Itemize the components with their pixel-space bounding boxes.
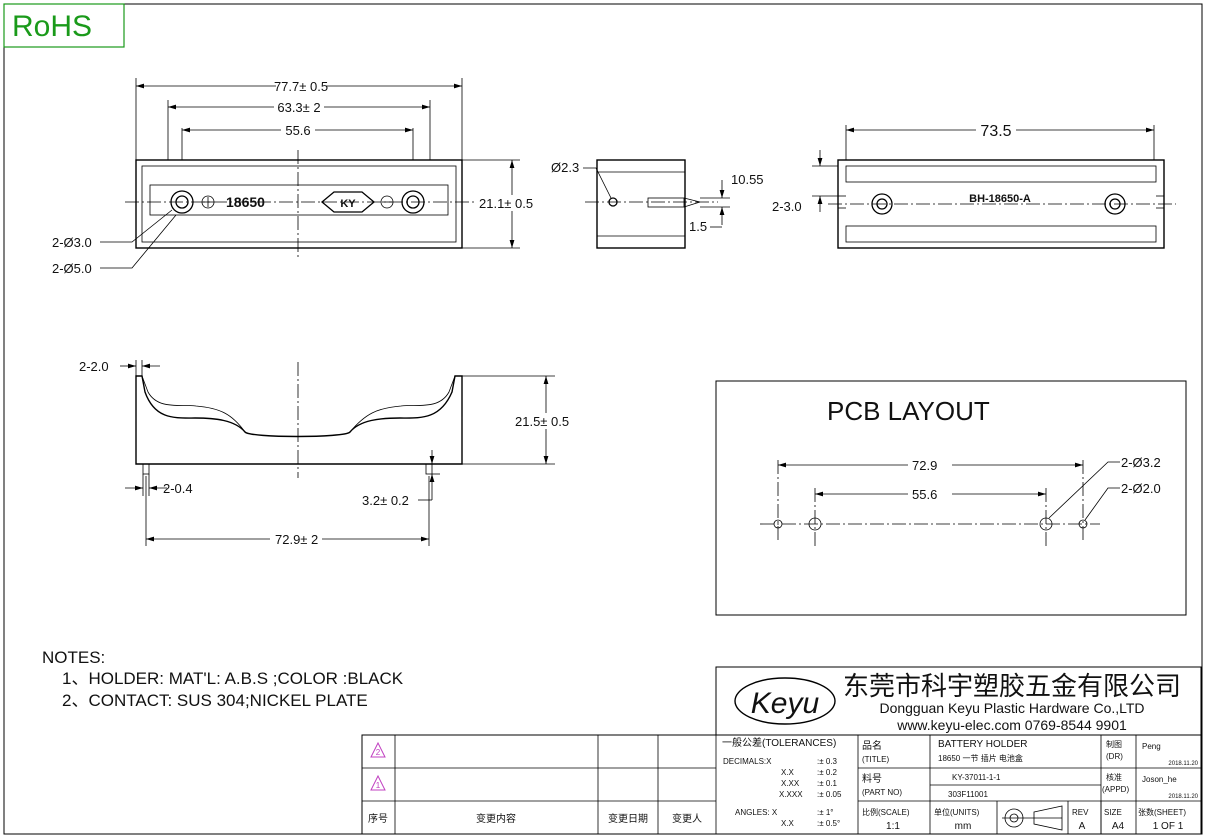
dr-date: 2018.11.20 [1168,761,1198,767]
dim-pin-width: 2-0.4 [163,481,193,496]
appd-en: (APPD) [1102,785,1129,794]
notes-heading: NOTES: [42,648,105,667]
dim-top-length: 73.5 [980,123,1011,140]
note-item-2: 2、CONTACT: SUS 304;NICKEL PLATE [62,691,368,710]
dim-pin-pitch: 72.9± 2 [275,532,318,547]
title-value-1: BATTERY HOLDER [938,739,1027,750]
units-value: mm [955,821,972,832]
note-item-1: 1、HOLDER: MAT'L: A.B.S ;COLOR :BLACK [62,669,404,688]
company-logo: Keyu [751,687,820,720]
title-label-cn: 品名 [862,739,882,752]
label-hole-small: 2-Ø3.0 [52,235,92,250]
part-label-cn: 料号 [862,772,882,785]
front-view: 77.7± 0.5 63.3± 2 55.6 18650 KY 21.1± 0.… [52,78,541,276]
part-label-en: (PART NO) [862,788,902,797]
tol-xx: X.X [781,768,795,777]
tol-angles-x-value: :± 0.5° [817,819,840,828]
appd-name: Joson_he [1142,775,1177,784]
tol-angles: ANGLES: X [735,808,778,817]
dim-top-offset: 2-3.0 [772,199,802,214]
dim-section-height: 21.5± 0.5 [515,414,569,429]
company-name-cn: 东莞市科宇塑胶五金有限公司 [843,671,1181,701]
tol-heading: 一般公差(TOLERANCES) [722,736,836,749]
pcb-title: PCB LAYOUT [827,396,990,426]
label-pcb-outer-hole: 2-Ø3.2 [1121,455,1161,470]
dim-pcb-outer: 72.9 [912,458,937,473]
company-name-en: Dongguan Keyu Plastic Hardware Co.,LTD [879,700,1144,716]
tol-angles-value: :± 1° [817,808,833,817]
tol-xx-value: :± 0.2 [817,768,838,777]
top-view: 73.5 BH-18650-A 2-3.0 [772,122,1176,249]
col-date: 变更日期 [608,812,648,825]
rohs-label: RoHS [12,10,92,43]
appd-cn: 核准 [1106,772,1122,782]
section-view: 2-2.0 21.5± 0.5 2-0.4 3.2± 0.2 72.9± 2 [79,359,578,547]
pcb-layout: PCB LAYOUT 72.9 55.6 2-Ø3.2 2-Ø2.0 [715,380,1187,616]
dim-side-pin: 1.5 [689,219,707,234]
dim-side-height: 10.55 [731,172,764,187]
appd-date: 2018.11.20 [1168,794,1198,800]
projection-symbol [1002,805,1063,831]
units-label: 单位(UNITS) [934,807,980,817]
dr-en: (DR) [1106,752,1123,761]
rev-mark-2: 2 [376,748,381,757]
size-label: SIZE [1104,808,1122,817]
tol-x-value: :± 0.3 [817,757,838,766]
col-content: 变更内容 [476,812,516,825]
tol-decimals: DECIMALS:X [723,757,772,766]
sheet-label: 张数(SHEET) [1138,807,1186,817]
tol-xxx: X.XX [781,779,800,788]
dr-name: Peng [1142,742,1161,751]
part-value-1: KY-37011-1-1 [952,773,1001,782]
label-side-hole: Ø2.3 [551,160,579,175]
scale-label: 比例(SCALE) [862,807,910,817]
col-seq: 序号 [368,812,388,825]
dim-pcb-inner: 55.6 [912,487,937,502]
dim-hole-pitch: 55.6 [285,123,310,138]
size-value: A4 [1112,821,1125,832]
tol-xxxx-value: :± 0.05 [817,790,842,799]
tol-xxx-value: :± 0.1 [817,779,838,788]
title-block: Keyu 东莞市科宇塑胶五金有限公司 Dongguan Keyu Plastic… [361,666,1202,835]
part-value-2: 303F11001 [948,790,988,799]
notes: NOTES: 1、HOLDER: MAT'L: A.B.S ;COLOR :BL… [42,648,404,710]
dim-wall: 2-2.0 [79,359,109,374]
dim-overall-length: 77.7± 0.5 [274,79,328,94]
front-marking: 18650 [226,194,265,210]
front-logo: KY [340,198,356,210]
side-view: Ø2.3 10.55 1.5 [551,159,764,249]
rev-label: REV [1072,808,1089,817]
col-person: 变更人 [672,812,702,825]
dim-inner-length: 63.3± 2 [277,100,320,115]
title-value-2: 18650 一节 插片 电池盒 [938,753,1023,763]
top-marking: BH-18650-A [969,193,1031,205]
label-pcb-inner-hole: 2-Ø2.0 [1121,481,1161,496]
tol-angles-x: X.X [781,819,795,828]
dim-front-height: 21.1± 0.5 [479,196,533,211]
rohs-badge: RoHS [3,3,125,48]
rev-value: A [1079,821,1086,832]
label-hole-large: 2-Ø5.0 [52,261,92,276]
sheet-value: 1 OF 1 [1153,821,1184,832]
tol-xxxx: X.XXX [779,790,803,799]
dim-pin-length: 3.2± 0.2 [362,493,409,508]
company-contact: www.keyu-elec.com 0769-8544 9901 [896,717,1127,733]
rev-mark-1: 1 [376,781,381,790]
title-label-en: (TITLE) [862,755,889,764]
dr-cn: 制图 [1106,739,1122,749]
scale-value: 1:1 [886,821,900,832]
